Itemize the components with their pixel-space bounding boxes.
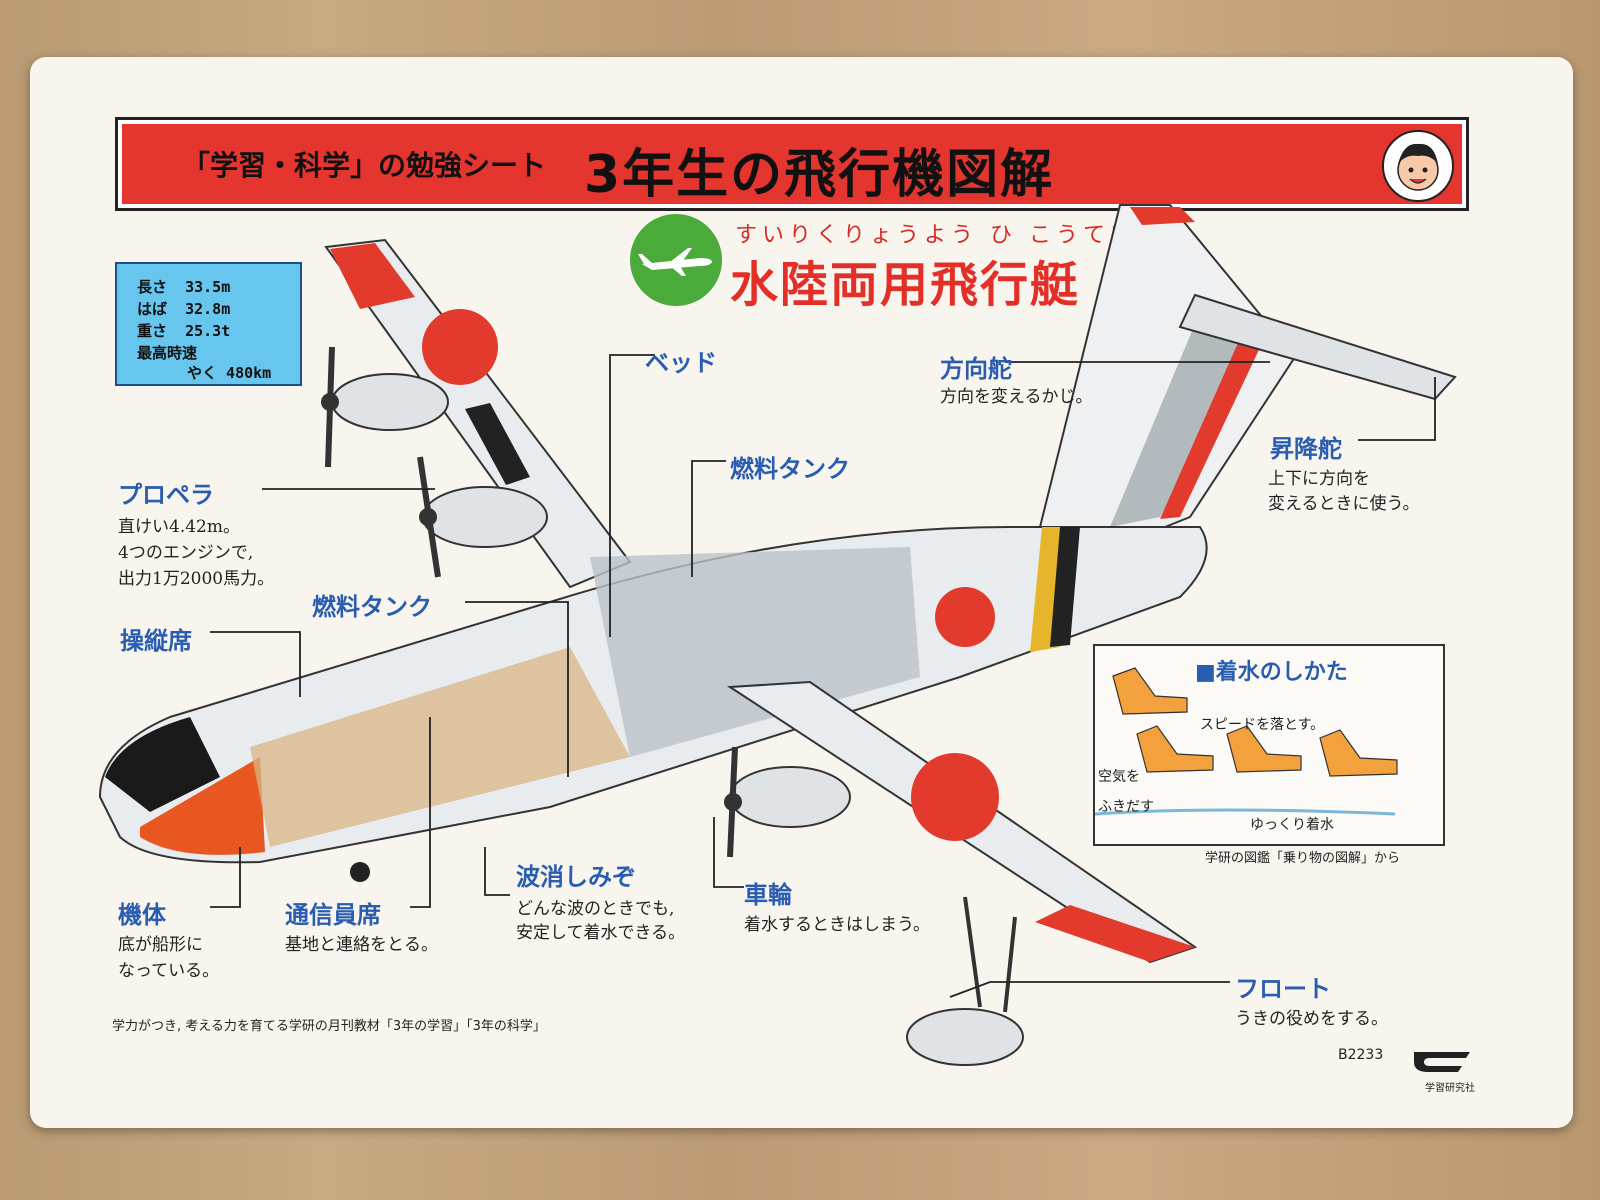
landing-method-box: ■着水のしかた スピードを落とす。 空気を ふきだす ゆっくり着水 bbox=[1093, 644, 1445, 846]
label-hull: 機体 bbox=[118, 901, 166, 929]
aircraft-cutaway-illustration bbox=[98, 204, 1457, 1066]
radio-desc: 基地と連絡をとる。 bbox=[285, 935, 438, 955]
landing-step1: スピードを落とす。 bbox=[1200, 717, 1325, 733]
float bbox=[906, 896, 1024, 1066]
footer-text: 学力がつき, 考える力を育てる学研の月刊教材「3年の学習」「3年の科学」 bbox=[112, 1019, 546, 1034]
hinomaru-fuselage bbox=[935, 587, 995, 647]
label-float: フロート bbox=[1235, 975, 1331, 1003]
source-caption: 学研の図鑑「乗り物の図解」から bbox=[1205, 851, 1401, 866]
wave-desc-1: どんな波のときでも, bbox=[516, 899, 675, 919]
label-elevator: 昇降舵 bbox=[1270, 435, 1342, 463]
propeller-desc-3: 出力1万2000馬力。 bbox=[118, 569, 275, 589]
study-sheet: 「学習・科学」の勉強シート 3年生の飛行機図解 すいりくりょうよう ひ こうてい… bbox=[30, 57, 1573, 1128]
spec-speed-value: やく 480km bbox=[187, 364, 272, 382]
elevator-desc-1: 上下に方向を bbox=[1268, 469, 1370, 489]
subtitle: 水陸両用飛行艇 bbox=[730, 257, 1081, 313]
upper-cutaway bbox=[590, 547, 920, 757]
cabin-cutaway bbox=[250, 647, 630, 847]
hinomaru-lower bbox=[911, 753, 999, 841]
landing-step2-1: 空気を bbox=[1098, 769, 1140, 785]
header-red-bar: 「学習・科学」の勉強シート 3年生の飛行機図解 bbox=[122, 124, 1462, 205]
landing-title: ■着水のしかた bbox=[1195, 660, 1348, 685]
wheel-icon bbox=[350, 862, 370, 882]
far-wing bbox=[324, 238, 632, 589]
nose-orange bbox=[140, 757, 265, 855]
float-desc: うきの役めをする。 bbox=[1235, 1009, 1388, 1029]
label-wheel: 車輪 bbox=[744, 881, 792, 909]
spec-max-speed: 最高時速 bbox=[137, 344, 198, 362]
near-wing bbox=[724, 680, 1198, 964]
leader-lines bbox=[210, 354, 1436, 998]
mascot-icon bbox=[1382, 130, 1454, 202]
hull-desc-1: 底が船形に bbox=[118, 935, 203, 955]
spec-box: 長さ 33.5m はば 32.8m 重さ 25.3t 最高時速 やく 480km bbox=[115, 262, 302, 386]
propeller-desc-1: 直けい4.42m。 bbox=[118, 517, 240, 537]
far-engines bbox=[321, 346, 548, 578]
label-radio-seat: 通信員席 bbox=[285, 901, 381, 929]
tail-fin bbox=[1038, 204, 1457, 559]
label-rudder: 方向舵 bbox=[940, 355, 1012, 383]
rudder-desc: 方向を変えるかじ。 bbox=[940, 387, 1093, 407]
label-fuel-tank-lower: 燃料タンク bbox=[312, 593, 432, 621]
label-propeller: プロペラ bbox=[118, 481, 214, 509]
main-title: 3年生の飛行機図解 bbox=[584, 145, 1055, 205]
spec-length: 長さ 33.5m bbox=[137, 278, 231, 296]
subtitle-ruby: すいりくりょうよう ひ こうてい bbox=[735, 223, 1137, 248]
spec-weight: 重さ 25.3t bbox=[137, 322, 231, 340]
elevator-desc-2: 変えるときに使う。 bbox=[1268, 494, 1420, 514]
wave-desc-2: 安定して着水できる。 bbox=[516, 923, 686, 943]
publisher-logo: 学習研究社 bbox=[1410, 1042, 1490, 1094]
label-bed: ベッド bbox=[645, 349, 717, 377]
landing-step2-2: ふきだす bbox=[1098, 799, 1154, 815]
fuselage bbox=[98, 526, 1208, 864]
hull-desc-2: なっている。 bbox=[118, 961, 220, 981]
wheel-desc: 着水するときはしまう。 bbox=[744, 915, 930, 935]
label-cockpit: 操縦席 bbox=[120, 627, 192, 655]
publisher-name: 学習研究社 bbox=[1425, 1083, 1475, 1094]
header-band: 「学習・科学」の勉強シート 3年生の飛行機図解 bbox=[115, 117, 1469, 211]
label-wave-groove: 波消しみぞ bbox=[516, 863, 636, 891]
propeller-desc-2: 4つのエンジンで, bbox=[118, 543, 254, 563]
landing-step3: ゆっくり着水 bbox=[1250, 817, 1334, 833]
label-fuel-tank-upper: 燃料タンク bbox=[730, 455, 850, 483]
spec-span: はば 32.8m bbox=[137, 300, 231, 318]
nose-black bbox=[105, 717, 220, 812]
series-title: 「学習・科学」の勉強シート bbox=[182, 149, 547, 182]
hinomaru-upper bbox=[422, 309, 498, 385]
product-code: B2233 bbox=[1338, 1047, 1384, 1063]
airplane-logo-icon bbox=[630, 214, 722, 306]
landing-illustrations bbox=[1095, 667, 1398, 816]
